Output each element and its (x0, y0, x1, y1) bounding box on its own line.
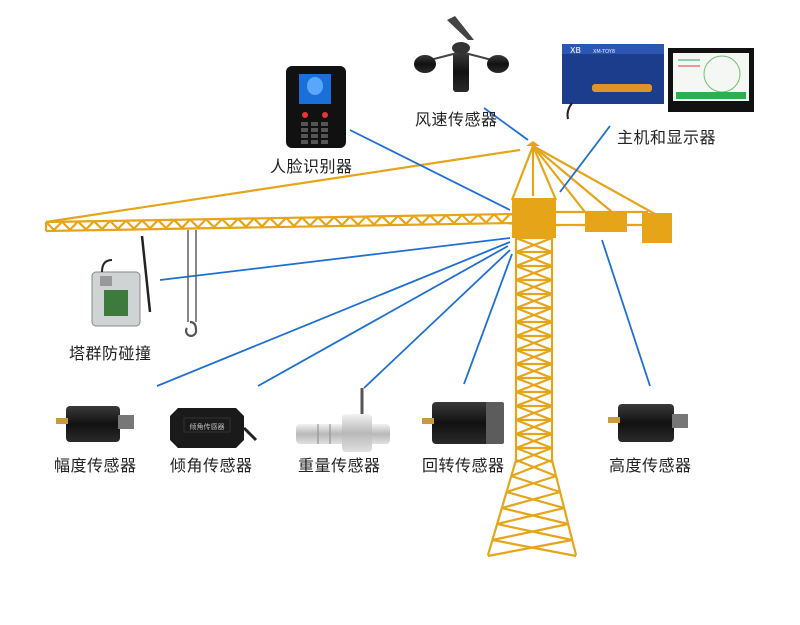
amplitude-sensor-image (56, 406, 134, 442)
label-host-display: 主机和显示器 (617, 128, 717, 147)
link-tilt (257, 245, 509, 387)
link-host (559, 125, 611, 193)
link-weight (363, 249, 511, 389)
rotation-sensor-image (422, 402, 504, 444)
link-wind (483, 107, 529, 141)
link-amplitude (156, 241, 511, 387)
tilt-sensor-print: 倾角传感器 (190, 422, 225, 431)
link-face (349, 129, 511, 211)
connection-lines (156, 107, 651, 389)
counterweight-block (642, 213, 672, 243)
face-recognizer-image (286, 66, 346, 148)
display-monitor-image (668, 48, 754, 112)
label-rotation-sensor: 回转传感器 (422, 456, 505, 475)
hook (185, 230, 198, 337)
label-weight-sensor: 重量传感器 (298, 456, 381, 475)
anemometer-image (414, 16, 509, 92)
label-anticollision: 塔群防碰撞 (69, 344, 152, 363)
label-amplitude-sensor: 幅度传感器 (54, 456, 137, 475)
tilt-sensor-image: 倾角传感器 (170, 408, 258, 448)
link-height (601, 239, 651, 387)
crane-solid-parts (512, 141, 672, 243)
host-model-text: XM-TOY8 (593, 49, 615, 55)
link-rotation (463, 253, 513, 385)
crane-cab (512, 198, 556, 238)
height-sensor-image (608, 404, 688, 442)
link-anticollision (159, 237, 511, 281)
host-unit-image: XB XM-TOY8 (562, 44, 664, 120)
label-face-recognizer: 人脸识别器 (270, 157, 353, 176)
counterweight-box (585, 212, 627, 232)
label-height-sensor: 高度传感器 (609, 456, 692, 475)
label-tilt-sensor: 倾角传感器 (170, 456, 253, 475)
anticollision-device-image (91, 235, 152, 327)
weight-sensor-image (296, 388, 390, 452)
tower-peak (526, 141, 540, 146)
host-brand-text: XB (570, 46, 581, 55)
label-wind-sensor: 风速传感器 (415, 110, 498, 129)
